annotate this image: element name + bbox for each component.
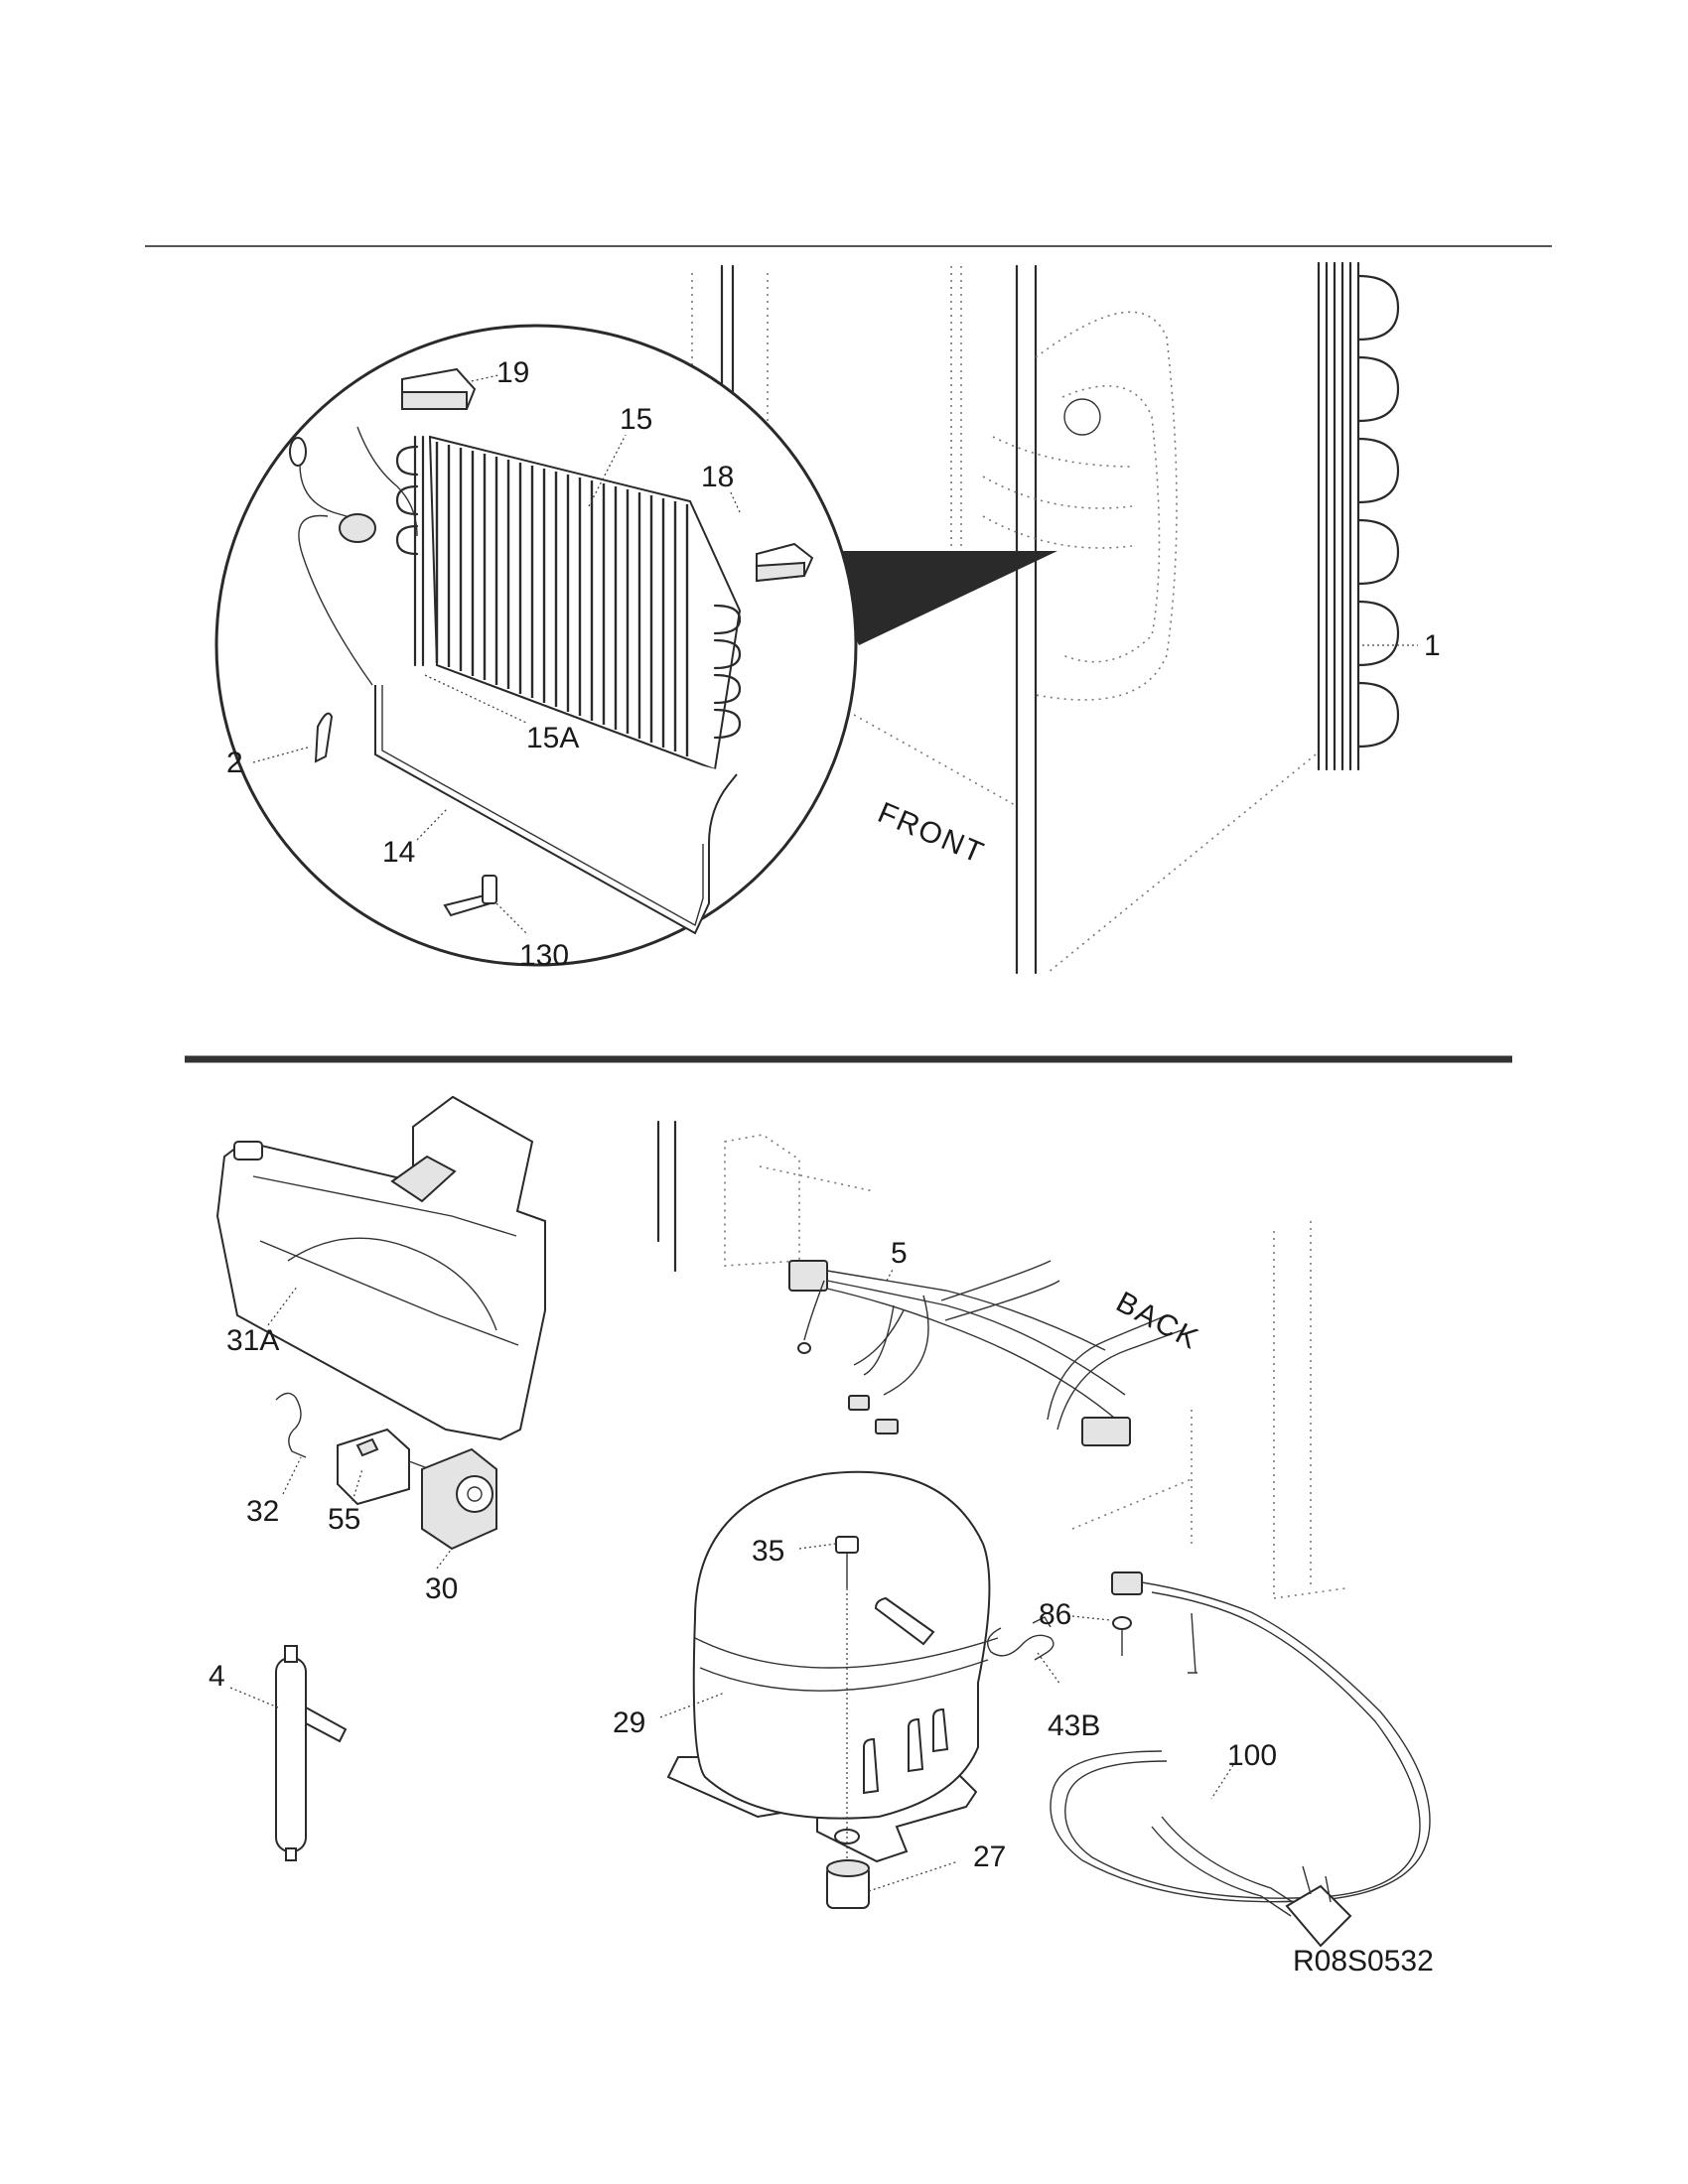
label-15a: 15A (526, 722, 579, 754)
lower-leaders (229, 1267, 1234, 1892)
screw-86 (1112, 1616, 1132, 1656)
label-86: 86 (1039, 1598, 1071, 1631)
callout-pointer (816, 551, 1057, 645)
label-27: 27 (973, 1841, 1006, 1873)
label-1: 1 (1424, 629, 1441, 662)
label-31a: 31A (226, 1324, 279, 1357)
grommet-27 (826, 1859, 870, 1909)
label-30: 30 (425, 1572, 458, 1605)
drain-pan-31a (215, 1095, 546, 1441)
bolt-35 (835, 1536, 859, 1886)
label-18: 18 (701, 461, 734, 493)
upper-leaders (252, 374, 1418, 934)
label-130: 130 (519, 939, 569, 972)
clip-2 (314, 712, 334, 763)
label-43b: 43B (1048, 1709, 1100, 1742)
label-4: 4 (209, 1660, 225, 1693)
label-29: 29 (613, 1706, 645, 1739)
label-2: 2 (226, 747, 243, 779)
filter-drier-4 (275, 1645, 348, 1861)
insulation-block-19 (401, 367, 477, 410)
overload-30 (408, 1447, 497, 1551)
label-19: 19 (496, 356, 529, 389)
label-35: 35 (752, 1535, 784, 1568)
insulation-block-18 (756, 542, 814, 583)
condenser-coil (1317, 261, 1400, 771)
drain-heater-wire (374, 685, 738, 935)
clip-43b (987, 1616, 1055, 1661)
cabinet-corner (656, 1120, 1346, 1599)
power-cord-100 (1050, 1571, 1431, 1948)
label-5: 5 (891, 1237, 908, 1270)
screw-130 (443, 875, 497, 917)
label-32: 32 (246, 1495, 279, 1528)
diagram-code: R08S0532 (1293, 1945, 1434, 1978)
evaporator-coil (395, 435, 742, 771)
orientation-back: BACK (1111, 1286, 1205, 1356)
clip-32 (275, 1392, 307, 1458)
label-100: 100 (1227, 1739, 1277, 1772)
defrost-sensor-wiring (289, 426, 425, 686)
compressor-29 (666, 1470, 999, 1863)
wiring-harness-5 (788, 1260, 1183, 1446)
relay-55 (337, 1428, 410, 1506)
label-14: 14 (382, 836, 415, 869)
orientation-front: FRONT (873, 796, 989, 871)
label-15: 15 (620, 403, 652, 436)
label-55: 55 (328, 1503, 360, 1536)
